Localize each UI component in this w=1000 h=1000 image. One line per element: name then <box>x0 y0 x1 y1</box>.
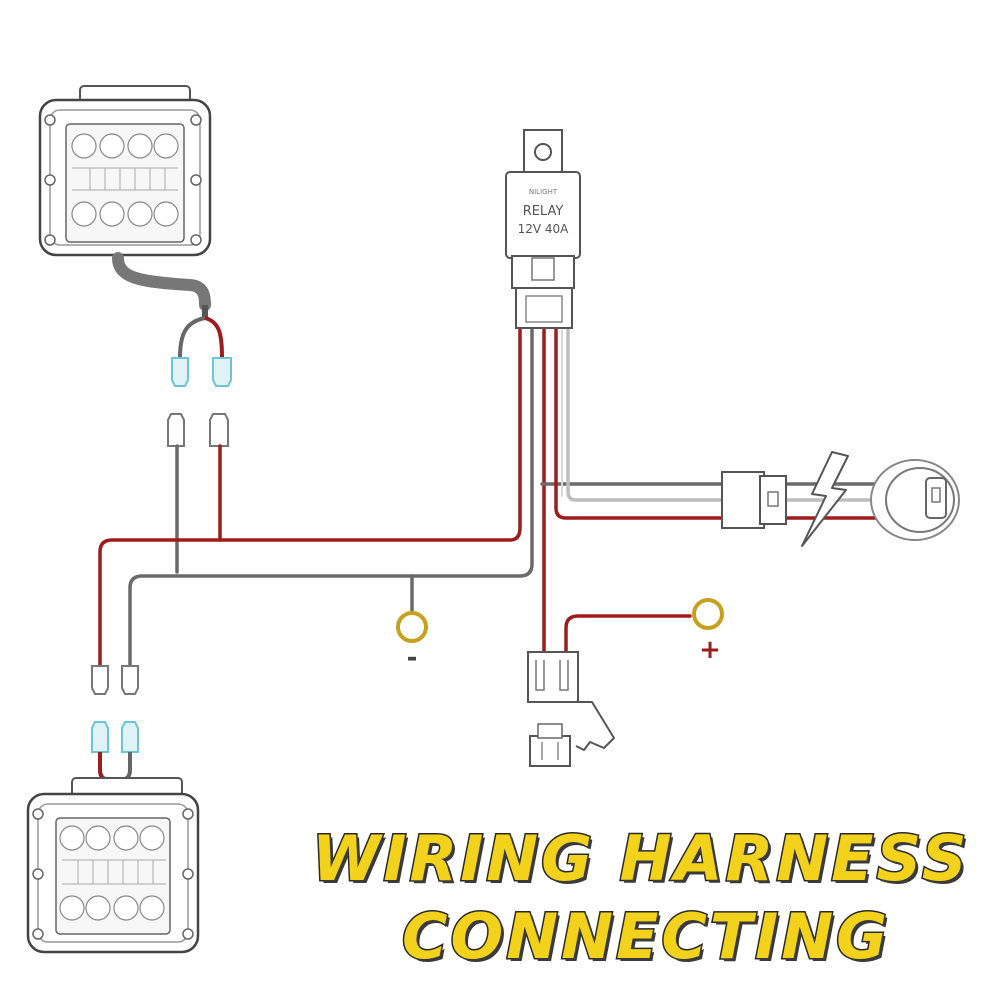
bottom-harness-connectors <box>91 665 139 695</box>
ground-wire-main <box>128 328 534 668</box>
battery-positive-wire <box>564 614 692 654</box>
ground-terminal-ring <box>396 611 428 643</box>
bottom-light-connectors <box>91 721 139 753</box>
relay-label-text: RELAY <box>523 204 564 219</box>
title-line-1: WIRING HARNESS <box>311 821 970 897</box>
positive-terminal-ring <box>692 598 724 630</box>
positive-wire-main <box>98 328 522 668</box>
rocker-switch <box>870 459 960 541</box>
relay: NILIGHT RELAY 12V 40A <box>505 129 581 329</box>
electricity-bolt-icon <box>801 451 849 547</box>
bottom-led-light <box>26 777 200 954</box>
negative-terminal-label: - <box>407 643 418 673</box>
top-led-light <box>38 85 212 257</box>
switch-wire-white <box>566 328 724 502</box>
top-light-connectors <box>171 357 232 387</box>
relay-brand-text: NILIGHT <box>529 188 558 196</box>
relay-rating-text: 12V 40A <box>518 222 570 236</box>
switch-wire-red <box>554 328 724 520</box>
top-harness-connectors <box>167 413 229 447</box>
title-line-2: CONNECTING <box>401 899 890 975</box>
switch-harness-connector <box>721 471 787 529</box>
fuse-holder <box>527 651 615 767</box>
positive-terminal-label: + <box>699 635 721 665</box>
